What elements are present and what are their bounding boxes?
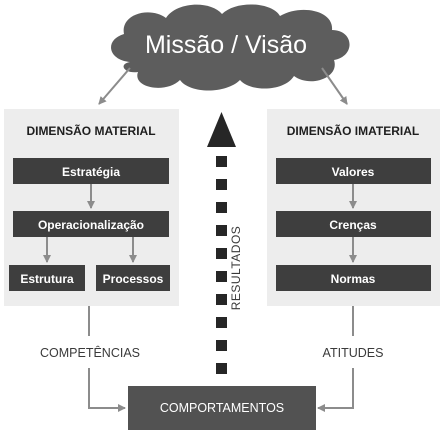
competencies-label: COMPETÊNCIAS <box>40 345 140 360</box>
attitudes-label: ATITUDES <box>323 346 384 360</box>
connector-material-lower <box>88 368 126 412</box>
results-arrowhead <box>207 112 236 147</box>
beliefs-box <box>276 211 431 237</box>
arrow-cloud-to-material <box>98 67 131 105</box>
norms-label: Normas <box>331 272 376 286</box>
connector-immaterial-lower <box>317 368 354 412</box>
structure-box <box>9 265 85 291</box>
results-dash-5 <box>216 271 227 282</box>
results-dash-10 <box>216 156 227 167</box>
results-dash-7 <box>216 225 227 236</box>
results-dash-2 <box>216 340 227 351</box>
arrow-cloud-to-immaterial <box>321 67 348 105</box>
values-label: Valores <box>332 165 375 179</box>
strategy-box <box>13 158 169 184</box>
results-label: RESULTADOS <box>229 226 243 311</box>
results-arrow <box>207 112 236 374</box>
processes-label: Processos <box>103 272 164 286</box>
structure-label: Estrutura <box>20 272 74 286</box>
results-dash-4 <box>216 294 227 305</box>
results-dash-8 <box>216 202 227 213</box>
immaterial-panel-title: DIMENSÃO IMATERIAL <box>287 123 419 138</box>
cloud-label: Missão / Visão <box>145 31 307 59</box>
norms-box <box>276 265 431 291</box>
operational-box <box>13 211 169 237</box>
beliefs-label: Crenças <box>329 218 377 232</box>
operational-label: Operacionalização <box>38 218 144 232</box>
results-dash-9 <box>216 179 227 190</box>
results-dash-3 <box>216 317 227 328</box>
behaviors-label: COMPORTAMENTOS <box>160 401 284 415</box>
values-box <box>276 158 431 184</box>
results-dash-1 <box>216 363 227 374</box>
results-dash-6 <box>216 248 227 259</box>
processes-box <box>96 265 170 291</box>
cloud-shape <box>111 4 350 91</box>
material-panel-title: DIMENSÃO MATERIAL <box>26 123 155 138</box>
behaviors-box <box>128 386 316 430</box>
strategy-label: Estratégia <box>62 165 120 179</box>
